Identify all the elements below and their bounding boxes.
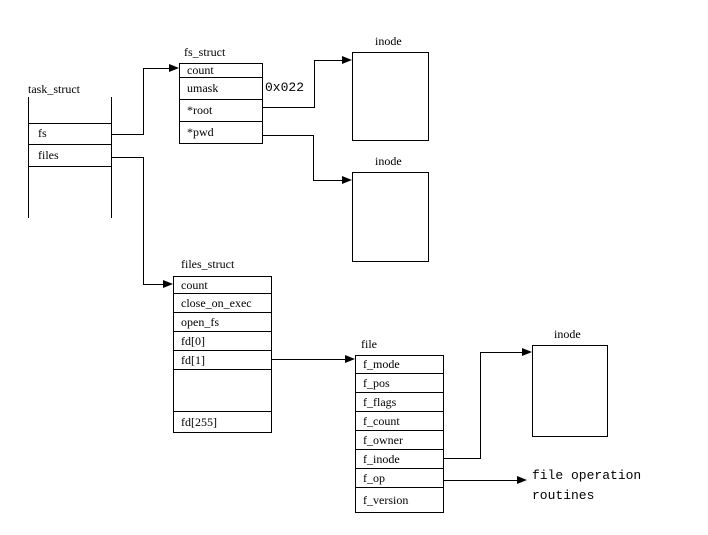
connector-line	[444, 480, 517, 481]
files-struct-row-close-on-exec: close_on_exec	[174, 294, 271, 313]
connector-line	[481, 352, 522, 353]
fs-struct-box: count umask *root *pwd	[179, 63, 263, 144]
task-struct-divider	[28, 144, 112, 145]
file-row-f-pos: f_pos	[356, 374, 443, 393]
inode-bottom-box	[532, 345, 608, 437]
arrowhead-icon	[522, 348, 532, 356]
inode-middle-box	[352, 172, 429, 262]
task-struct-left-edge	[28, 97, 29, 218]
arrowhead-icon	[163, 280, 173, 288]
connector-line	[315, 60, 342, 61]
connector-line	[314, 180, 342, 181]
fs-struct-row-root: *root	[180, 100, 262, 122]
file-row-f-owner: f_owner	[356, 431, 443, 450]
connector-line	[144, 68, 170, 69]
connector-line	[314, 60, 315, 108]
inode-top-box	[352, 52, 429, 141]
arrowhead-icon	[345, 355, 355, 363]
fs-struct-row-pwd: *pwd	[187, 125, 214, 139]
task-struct-divider	[28, 123, 112, 124]
inode-middle-title: inode	[375, 154, 402, 168]
connector-line	[143, 68, 144, 135]
file-row-f-mode: f_mode	[356, 356, 443, 374]
task-struct-title: task_struct	[28, 82, 80, 96]
connector-line	[313, 135, 314, 181]
task-struct-row-fs: fs	[38, 126, 47, 140]
files-struct-row-count: count	[174, 277, 271, 294]
connector-line	[272, 359, 345, 360]
inode-bottom-title: inode	[554, 327, 581, 341]
fs-struct-title: fs_struct	[184, 45, 226, 59]
fs-struct-row-umask: umask	[180, 78, 262, 100]
file-operation-routines-label-line2: routines	[532, 488, 595, 503]
connector-line	[263, 107, 314, 108]
task-struct-divider	[28, 166, 112, 167]
file-row-f-version: f_version	[363, 492, 409, 507]
file-operation-routines-label-line1: file operation	[532, 468, 642, 483]
files-struct-row-fd255: fd[255]	[181, 414, 217, 429]
fs-struct-row-count: count	[180, 64, 262, 78]
connector-line	[111, 157, 143, 158]
connector-line	[143, 157, 144, 285]
arrowhead-icon	[342, 176, 352, 184]
connector-line	[144, 284, 163, 285]
arrowhead-icon	[517, 476, 527, 484]
files-struct-title: files_struct	[181, 257, 235, 271]
file-row-f-flags: f_flags	[356, 393, 443, 412]
umask-value-label: 0x022	[265, 80, 305, 95]
connector-line	[263, 135, 313, 136]
file-row-f-count: f_count	[356, 412, 443, 431]
file-box: f_mode f_pos f_flags f_count f_owner f_i…	[355, 355, 444, 513]
arrowhead-icon	[169, 64, 179, 72]
file-title: file	[361, 337, 377, 351]
arrowhead-icon	[342, 56, 352, 64]
task-struct-row-files: files	[38, 148, 59, 162]
files-struct-row-fd0: fd[0]	[174, 332, 271, 351]
inode-top-title: inode	[375, 34, 402, 48]
files-struct-box: count close_on_exec open_fs fd[0] fd[1] …	[173, 276, 272, 433]
file-row-f-inode: f_inode	[356, 450, 443, 469]
connector-line	[111, 134, 143, 135]
connector-line	[444, 458, 481, 459]
file-row-f-op: f_op	[356, 469, 443, 488]
files-struct-row-open-fs: open_fs	[174, 313, 271, 332]
files-struct-row-fd1: fd[1]	[174, 351, 271, 370]
connector-line	[480, 352, 481, 459]
files-struct-row-ellipsis	[174, 370, 271, 412]
